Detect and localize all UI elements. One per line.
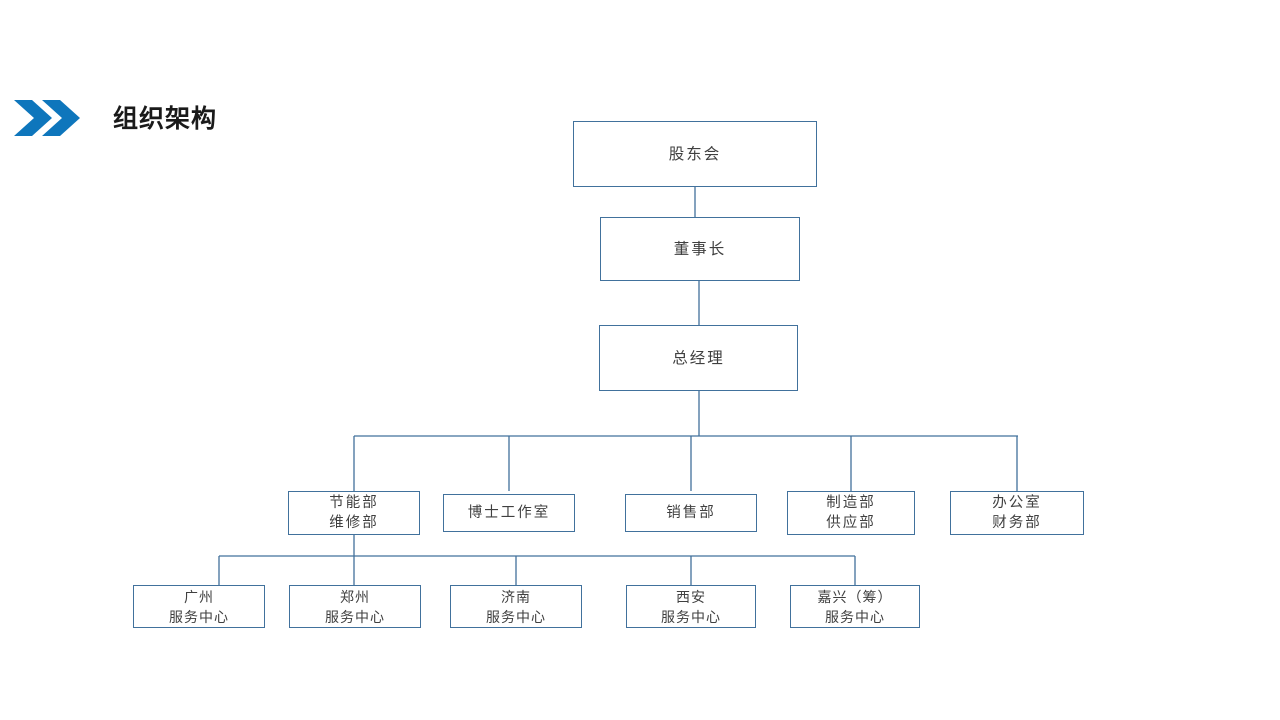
node-jinan-service-center[interactable]: 济南 服务中心 [450,585,582,628]
node-label-line2: 服务中心 [661,608,721,625]
page-title: 组织架构 [113,105,218,133]
node-label-line1: 办公室 [992,495,1042,511]
node-label-line1: 博士工作室 [467,505,551,521]
node-label-line2: 维修部 [329,515,379,531]
node-label-line2: 服务中心 [486,608,546,625]
node-label-line1: 广州 [184,588,214,605]
node-chairman[interactable]: 董事长 [600,217,800,281]
slide-header: 组织架构 [0,40,1280,136]
node-doctor-studio[interactable]: 博士工作室 [443,494,575,532]
node-guangzhou-service-center[interactable]: 广州 服务中心 [133,585,265,628]
node-label-line2: 财务部 [992,515,1042,531]
node-zhengzhou-service-center[interactable]: 郑州 服务中心 [289,585,421,628]
node-sales-dept[interactable]: 销售部 [625,494,757,532]
double-chevron-right-icon [14,98,90,138]
node-label-line1: 济南 [501,588,531,605]
node-label-line1: 西安 [676,588,706,605]
node-general-manager[interactable]: 总经理 [599,325,798,391]
node-label-line1: 节能部 [329,495,379,511]
node-label-line1: 股东会 [668,145,722,163]
node-label-line1: 总经理 [672,349,725,367]
node-jiaxing-service-center[interactable]: 嘉兴（筹） 服务中心 [790,585,920,628]
node-label-line2: 服务中心 [169,608,229,625]
node-shareholders-meeting[interactable]: 股东会 [573,121,817,187]
node-energy-maintenance-dept[interactable]: 节能部 维修部 [288,491,420,535]
node-label-line1: 嘉兴（筹） [817,588,893,605]
node-label-line2: 供应部 [826,515,876,531]
node-label-line1: 董事长 [673,240,727,258]
node-manufacturing-supply-dept[interactable]: 制造部 供应部 [787,491,915,535]
node-label-line1: 制造部 [826,495,876,511]
node-label-line1: 销售部 [666,505,716,521]
node-label-line2: 服务中心 [325,608,385,625]
node-xian-service-center[interactable]: 西安 服务中心 [626,585,756,628]
node-label-line1: 郑州 [340,588,370,605]
node-label-line2: 服务中心 [825,608,885,625]
node-office-finance-dept[interactable]: 办公室 财务部 [950,491,1084,535]
